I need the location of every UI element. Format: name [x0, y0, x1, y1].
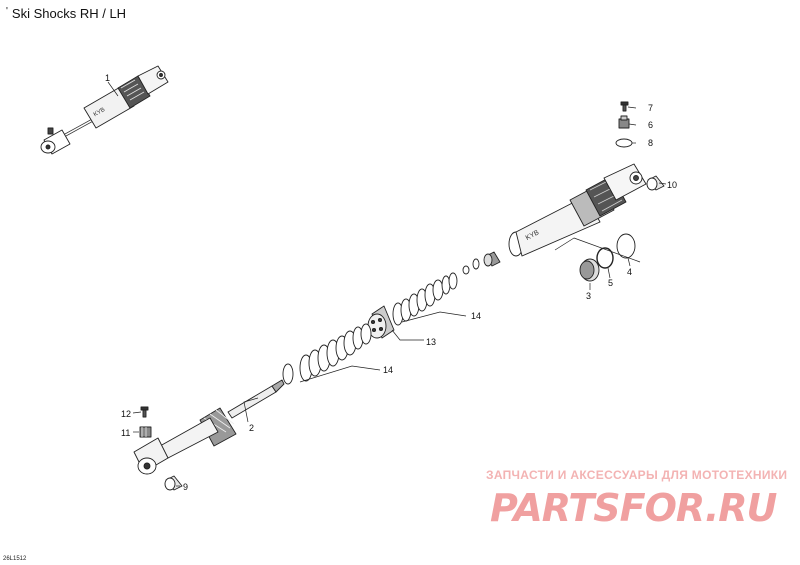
title-tick: ' [6, 6, 8, 17]
callout-10: 10 [667, 180, 677, 190]
title-text: Ski Shocks RH / LH [11, 6, 127, 21]
watermark-tagline: ЗАПЧАСТИ И АКСЕССУАРЫ ДЛЯ МОТОТЕХНИКИ [486, 468, 788, 482]
page-title: 'Ski Shocks RH / LH [6, 6, 126, 21]
part-12-screw [140, 406, 149, 418]
shock-assembly-label: KYB [93, 107, 106, 118]
callout-4: 4 [627, 267, 632, 277]
part-9-bushing [164, 475, 183, 491]
callout-6: 6 [648, 120, 653, 130]
callout-2: 2 [249, 423, 254, 433]
callout-14-lower: 14 [383, 365, 393, 375]
shim-stack-upper [392, 272, 458, 326]
part-6-valve [618, 115, 630, 129]
leader-lines [107, 81, 667, 487]
shim-stack-lower [299, 323, 372, 382]
part-10-bushing [646, 175, 665, 191]
callout-12: 12 [121, 409, 131, 419]
figure-code: 26L1512 [3, 556, 27, 562]
callout-9: 9 [183, 482, 188, 492]
washer-b [462, 265, 470, 275]
callout-8: 8 [648, 138, 653, 148]
callout-11: 11 [121, 428, 130, 438]
callout-7: 7 [648, 103, 653, 113]
shock-assembly: KYB [40, 65, 169, 155]
callout-1: 1 [105, 73, 110, 83]
shock-body: KYB [508, 163, 647, 257]
part-11-nut [139, 426, 152, 438]
callout-14-upper: 14 [471, 311, 481, 321]
washer-a [472, 258, 480, 270]
watermark-logo: PARTSFOR.RU [490, 486, 777, 530]
callout-5: 5 [608, 278, 613, 288]
part-8-oring [615, 138, 633, 148]
part-4-disc [616, 233, 636, 259]
part-5-ring [596, 247, 614, 269]
washer-c [282, 363, 294, 385]
part-3-cap [579, 258, 600, 282]
callouts: 1 2 3 4 5 6 7 8 9 10 11 12 13 14 14 [105, 73, 677, 492]
piston-nut [483, 251, 501, 267]
callout-3: 3 [586, 291, 591, 301]
svg-text:KYB: KYB [93, 107, 106, 118]
part-7-screw [620, 101, 629, 112]
part-13-piston [367, 305, 395, 339]
callout-13: 13 [426, 337, 436, 347]
part-2-shaft [133, 379, 285, 475]
